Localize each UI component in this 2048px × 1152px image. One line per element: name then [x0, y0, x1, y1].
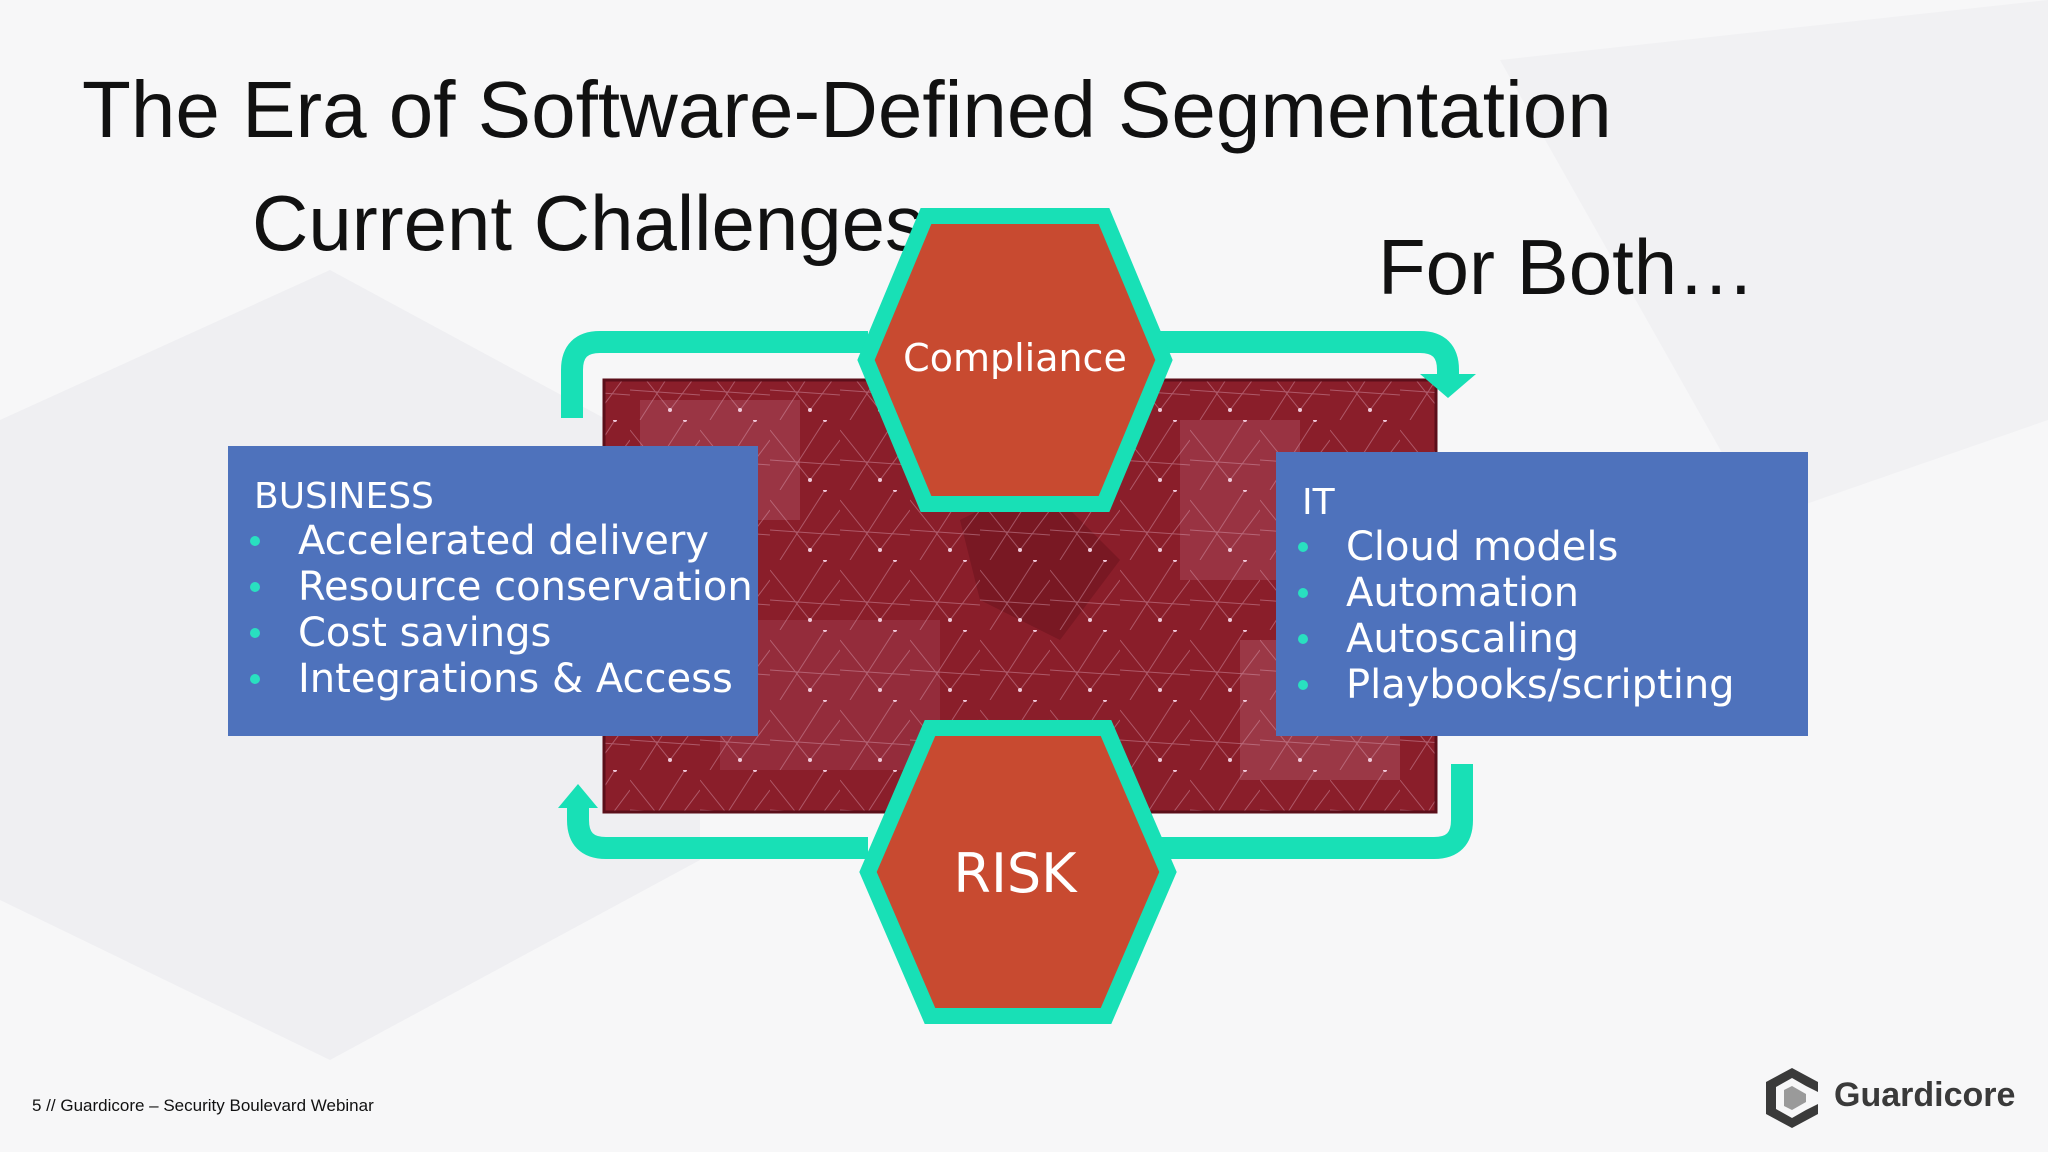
bullet-icon — [1298, 588, 1308, 598]
guardicore-logo: Guardicore — [1762, 1066, 2032, 1130]
slide-title: The Era of Software-Defined Segmentation — [82, 65, 1612, 154]
list-item: Autoscaling — [1276, 616, 1735, 662]
arrow-heads — [558, 374, 1476, 808]
risk-hexagon — [859, 720, 1177, 1024]
logo-text: Guardicore — [1834, 1076, 2016, 1114]
list-item: Resource conservation — [228, 564, 753, 610]
it-box: IT Cloud models Automation Autoscaling P… — [1276, 452, 1808, 736]
cycle-arrows — [561, 331, 1473, 859]
bullet-icon — [250, 674, 260, 684]
slide-footer: 5 // Guardicore – Security Boulevard Web… — [32, 1096, 374, 1115]
list-item: Automation — [1276, 570, 1735, 616]
list-item: Accelerated delivery — [228, 518, 753, 564]
compliance-label: Compliance — [903, 336, 1127, 380]
list-item: Playbooks/scripting — [1276, 662, 1735, 708]
business-box: BUSINESS Accelerated delivery Resource c… — [228, 446, 758, 736]
slide-subtitle: Current Challenges — [252, 179, 925, 267]
list-item: Integrations & Access — [228, 656, 753, 702]
bullet-icon — [1298, 680, 1308, 690]
guardicore-logo-icon — [1766, 1068, 1818, 1128]
it-heading: IT — [1302, 482, 1335, 523]
bullet-icon — [250, 536, 260, 546]
business-heading: BUSINESS — [254, 476, 434, 517]
bullet-icon — [1298, 634, 1308, 644]
bullet-icon — [250, 582, 260, 592]
list-item: Cost savings — [228, 610, 753, 656]
risk-label: RISK — [953, 842, 1077, 905]
business-list: Accelerated delivery Resource conservati… — [228, 518, 753, 702]
list-item: Cloud models — [1276, 524, 1735, 570]
bullet-icon — [250, 628, 260, 638]
compliance-hexagon — [857, 208, 1173, 512]
it-list: Cloud models Automation Autoscaling Play… — [1276, 524, 1735, 708]
side-heading: For Both… — [1378, 223, 1756, 311]
bullet-icon — [1298, 542, 1308, 552]
